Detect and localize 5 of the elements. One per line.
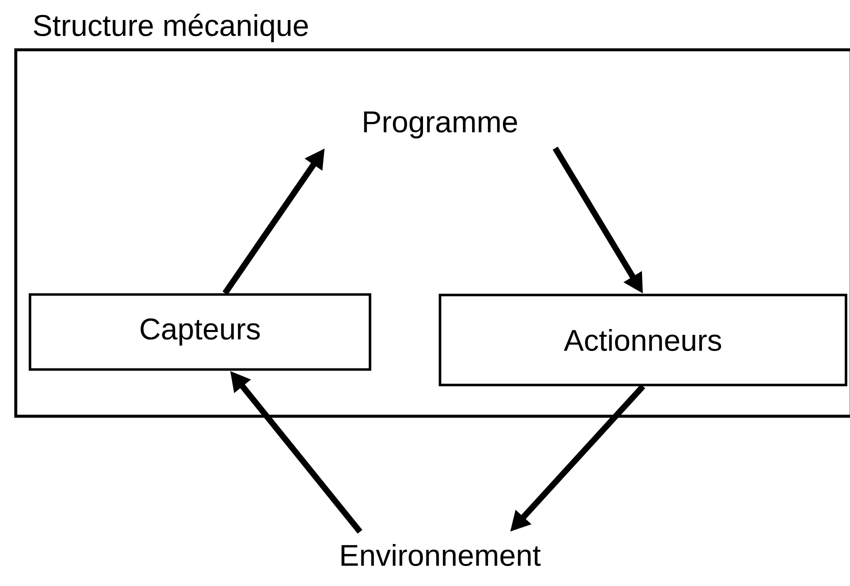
node-label: Programme [364, 112, 518, 138]
process-box: Capteurs [28, 293, 372, 371]
process-box: Actionneurs [438, 294, 848, 386]
node-label: Structure mécanique [34, 14, 308, 42]
node-label: Environnement [342, 544, 541, 566]
